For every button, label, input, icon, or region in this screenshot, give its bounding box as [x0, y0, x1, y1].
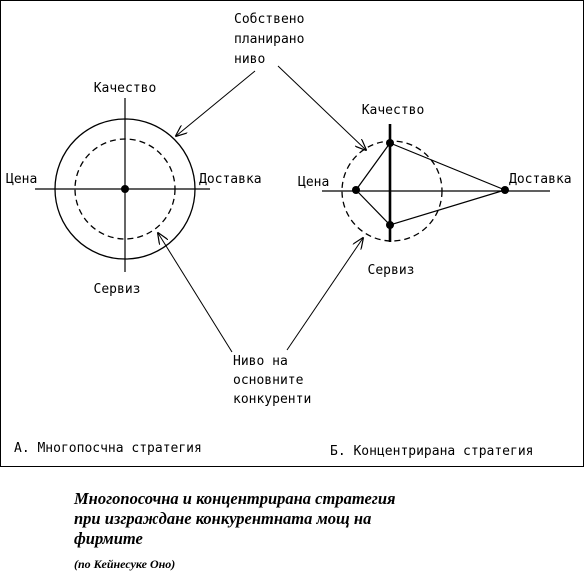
panel-b-label-quality: Качество [362, 103, 425, 118]
panel-a-label-service: Сервиз [94, 282, 141, 297]
diagram-frame [0, 0, 584, 467]
panel-b-point-price [352, 186, 360, 194]
panel-a-label-delivery: Доставка [199, 172, 262, 187]
annotation-own-level-line3: ниво [234, 52, 265, 67]
panel-b: Качество Цена Доставка Сервиз Б. Концент… [298, 103, 572, 459]
panel-b-point-service [386, 221, 394, 229]
annotation-own-level-line1: Собствено [234, 12, 304, 27]
panel-b-caption: Б. Концентрирана стратегия [330, 444, 534, 459]
panel-a-label-price: Цена [6, 172, 37, 187]
arrow-to-panel-b-own-shape [277, 65, 366, 150]
figure-caption-line2: при изграждане конкурентната мощ на [74, 509, 372, 528]
figure-caption-line3: фирмите [74, 529, 143, 548]
arrow-to-panel-a-competitor-circle [158, 233, 233, 353]
panel-a-center-point [121, 185, 129, 193]
panel-b-point-delivery [501, 186, 509, 194]
annotation-competitor-line3: конкуренти [233, 392, 311, 407]
arrow-to-panel-b-competitor-circle [286, 238, 363, 351]
annotation-own-level: Собствено планирано ниво [176, 12, 366, 150]
panel-b-point-quality [386, 139, 394, 147]
panel-b-own-level-shape [355, 142, 507, 226]
panel-a-caption: А. Многопосчна стратегия [14, 441, 202, 456]
panel-a: Качество Цена Доставка Сервиз А. Многопо… [6, 81, 262, 456]
arrow-to-panel-a-own-circle [176, 70, 256, 136]
annotation-competitor-line2: основните [233, 373, 304, 388]
panel-a-label-quality: Качество [94, 81, 157, 96]
panel-b-label-delivery: Доставка [509, 172, 572, 187]
figure-caption-line1: Многопосочна и концентрирана стратегия [74, 489, 396, 508]
annotation-competitor-line1: Ниво на [233, 354, 288, 369]
panel-b-label-service: Сервиз [368, 263, 415, 278]
annotation-own-level-line2: планирано [234, 32, 304, 47]
panel-b-label-price: Цена [298, 175, 329, 190]
annotation-competitor-level: Ниво на основните конкуренти [158, 233, 363, 407]
figure-caption-source: (по Кейнесуке Оно) [74, 557, 176, 571]
strategy-diagram: Качество Цена Доставка Сервиз А. Многопо… [6, 12, 572, 459]
figure-caption: Многопосочна и концентрирана стратегия п… [74, 489, 554, 549]
